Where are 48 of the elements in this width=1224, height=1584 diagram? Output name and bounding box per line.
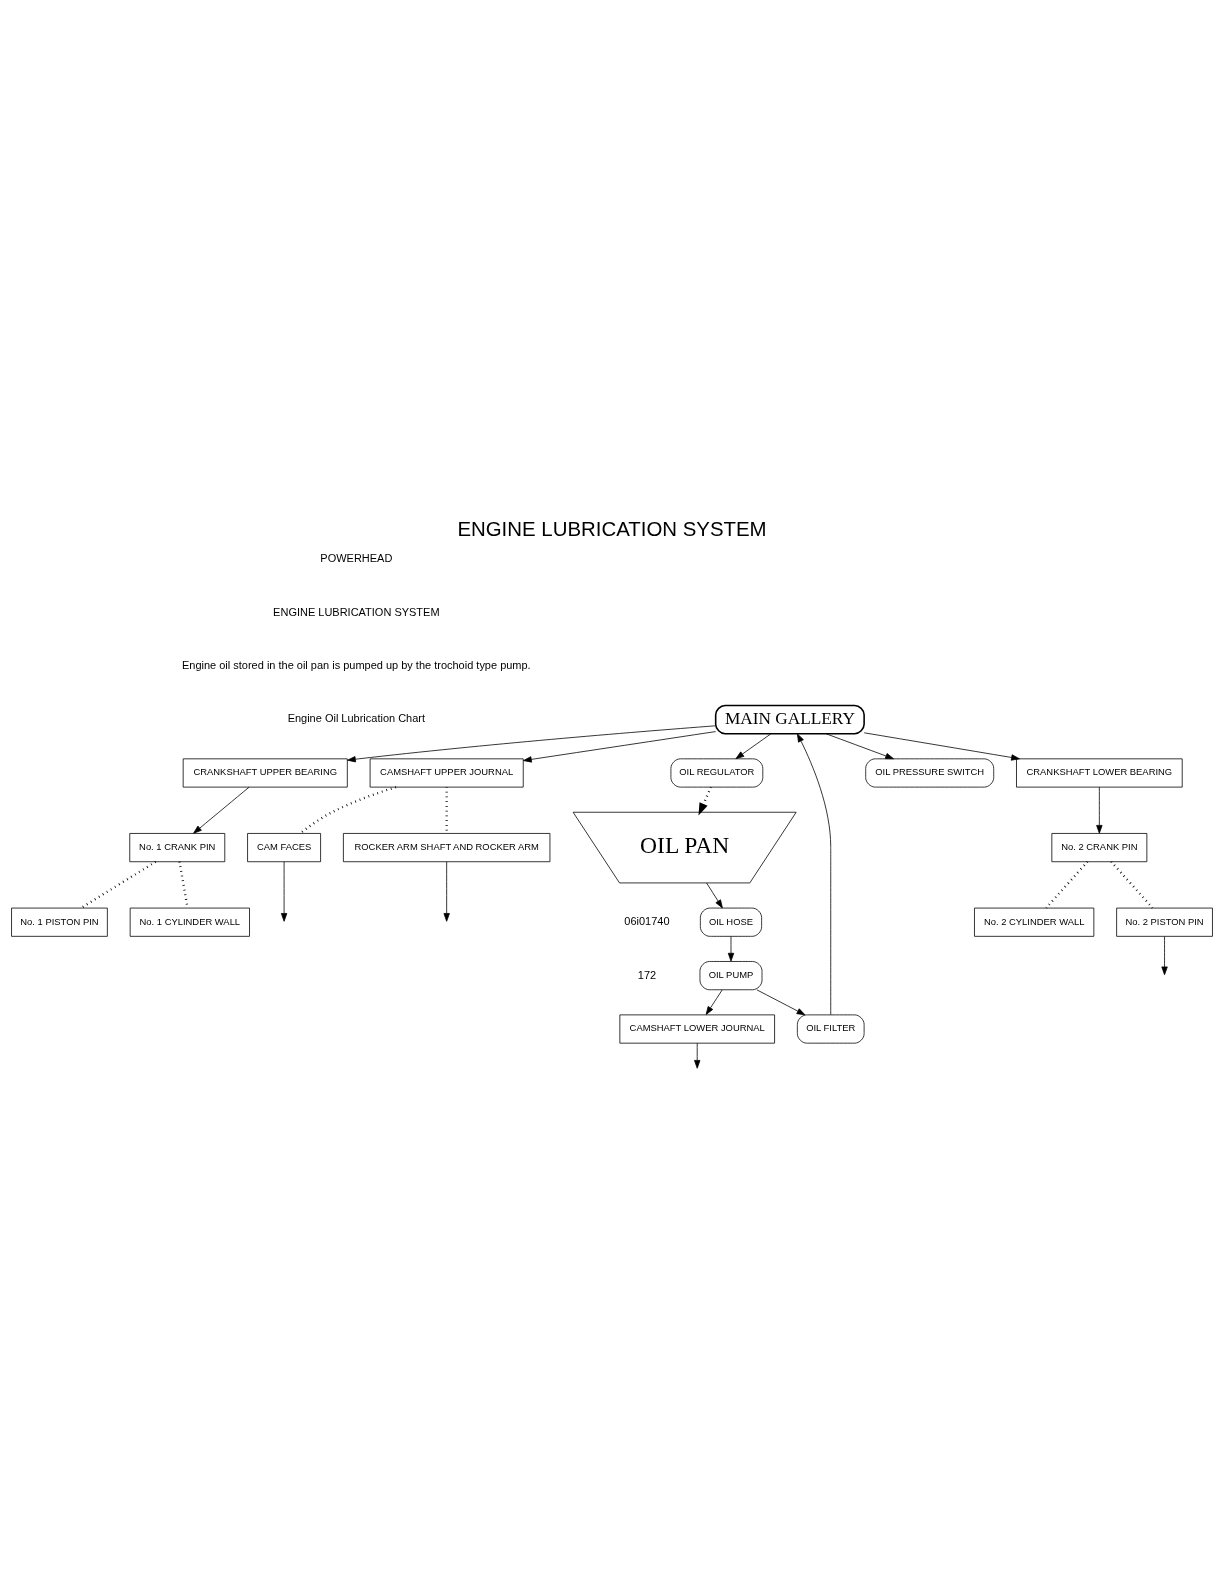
arrow — [347, 724, 716, 762]
label: 172 — [637, 968, 657, 981]
connector — [445, 786, 448, 833]
node-box: No. 1 PISTON PIN — [11, 907, 108, 937]
node-box: No. 1 CYLINDER WALL — [129, 907, 250, 937]
diagram-title: ENGINE LUBRICATION SYSTEM — [457, 517, 767, 540]
node-box: OIL PRESSURE SWITCH — [865, 757, 995, 787]
node-box: MAIN GALLERY — [714, 704, 865, 734]
arrow — [1096, 786, 1103, 834]
node-box: CRANKSHAFT UPPER BEARING — [182, 757, 348, 787]
label: POWERHEAD — [320, 551, 393, 564]
connector — [1110, 860, 1154, 909]
arrow — [735, 733, 772, 759]
label: Engine Oil Lubrication Chart — [287, 711, 426, 724]
node-box: CAMSHAFT LOWER JOURNAL — [619, 1014, 775, 1044]
connector — [299, 785, 397, 834]
label: ENGINE LUBRICATION SYSTEM — [273, 605, 440, 618]
arrow — [193, 786, 250, 834]
arrow — [825, 732, 894, 759]
arrow — [443, 860, 450, 922]
node-box: OIL PUMP — [699, 960, 763, 990]
connector — [178, 861, 189, 908]
node-box: OIL REGULATOR — [670, 757, 764, 787]
node-box: No. 1 CRANK PIN — [129, 832, 226, 862]
arrow — [863, 731, 1020, 761]
arrow — [706, 882, 723, 908]
arrow — [698, 786, 713, 815]
arrow — [523, 730, 717, 763]
arrow — [1161, 935, 1168, 975]
arrow — [727, 935, 735, 961]
node-box: No. 2 CYLINDER WALL — [974, 907, 1095, 937]
node-box: No. 2 CRANK PIN — [1051, 832, 1148, 862]
node-box: No. 2 PISTON PIN — [1116, 907, 1213, 937]
label: 06i01740 — [624, 914, 670, 927]
node-box: CAMSHAFT UPPER JOURNAL — [369, 757, 524, 787]
node-box: ROCKER ARM SHAFT AND ROCKER ARM — [343, 832, 551, 862]
arrow — [797, 733, 832, 1015]
arrow — [756, 989, 806, 1015]
connector — [80, 860, 157, 909]
arrow — [705, 989, 723, 1015]
connector — [1045, 860, 1089, 909]
node-box: OIL HOSE — [699, 907, 762, 937]
arrow — [280, 860, 288, 922]
label: Engine oil stored in the oil pan is pumped up by the trochoid type pump. — [182, 658, 531, 671]
node-box: CAM FACES — [247, 832, 321, 862]
node-box: OIL FILTER — [796, 1014, 865, 1044]
node-box: CRANKSHAFT LOWER BEARING — [1016, 757, 1183, 787]
arrow — [694, 1042, 701, 1069]
